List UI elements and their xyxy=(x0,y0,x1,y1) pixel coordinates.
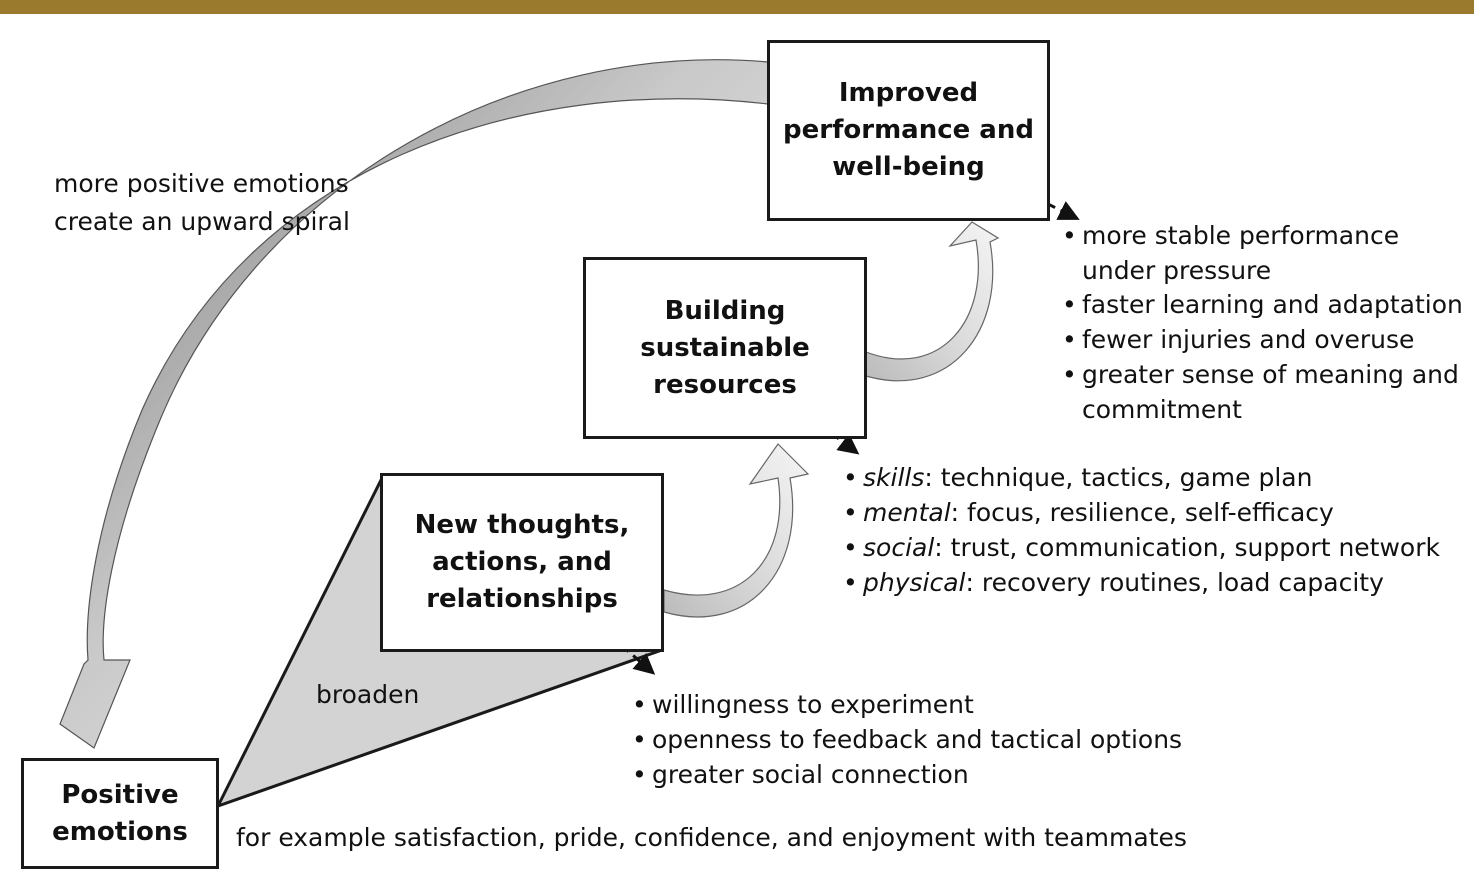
box-thoughts-label: New thoughts, actions, and relationships xyxy=(414,510,630,614)
list-item: faster learning and adaptation xyxy=(1062,287,1466,322)
spiral-label-line2: create an upward spiral xyxy=(54,207,350,236)
list-item: mental: focus, resilience, self-efficacy xyxy=(843,495,1463,530)
list-item: greater social connection xyxy=(632,757,1252,792)
term-desc: : trust, communication, support network xyxy=(934,533,1440,562)
term-desc: : recovery routines, load capacity xyxy=(965,568,1384,597)
term-desc: : technique, tactics, game plan xyxy=(924,463,1313,492)
term-social: social xyxy=(863,533,935,562)
thought-bullet-list: willingness to experiment openness to fe… xyxy=(632,687,1252,792)
list-item: fewer injuries and overuse xyxy=(1062,322,1466,357)
term-mental: mental xyxy=(863,498,951,527)
list-item: openness to feedback and tactical option… xyxy=(632,722,1252,757)
term-desc: : focus, resilience, self-efficacy xyxy=(950,498,1334,527)
box-positive-emotions: Positive emotions xyxy=(21,758,219,869)
list-item: more stable performance under pressure xyxy=(1062,218,1466,288)
box-new-thoughts: New thoughts, actions, and relationships xyxy=(380,473,664,652)
box-positive-label: Positive emotions xyxy=(52,779,188,847)
list-item: physical: recovery routines, load capaci… xyxy=(843,565,1463,600)
list-item: skills: technique, tactics, game plan xyxy=(843,460,1463,495)
growth-arrow-2 xyxy=(865,221,1000,382)
list-item: willingness to experiment xyxy=(632,687,1252,722)
box-building-resources: Building sustainable resources xyxy=(583,257,867,439)
list-item: social: trust, communication, support ne… xyxy=(843,530,1463,565)
spiral-label-line1: more positive emotions xyxy=(54,169,349,198)
term-skills: skills xyxy=(863,463,925,492)
top-accent-bar xyxy=(0,0,1474,14)
term-physical: physical xyxy=(863,568,966,597)
broaden-label: broaden xyxy=(316,680,420,709)
box-improved-label: Improved performance and well-being xyxy=(783,78,1034,182)
box-building-label: Building sustainable resources xyxy=(640,295,810,400)
performance-bullet-list: more stable performance under pressure f… xyxy=(1062,218,1466,427)
growth-arrow-1 xyxy=(663,443,810,618)
box-improved-performance: Improved performance and well-being xyxy=(767,40,1050,221)
resource-bullet-list: skills: technique, tactics, game plan me… xyxy=(843,460,1463,600)
spiral-return-arrow xyxy=(59,59,769,749)
list-item: greater sense of meaning and commitment xyxy=(1062,357,1466,427)
example-text: for example satisfaction, pride, confide… xyxy=(236,823,1187,852)
